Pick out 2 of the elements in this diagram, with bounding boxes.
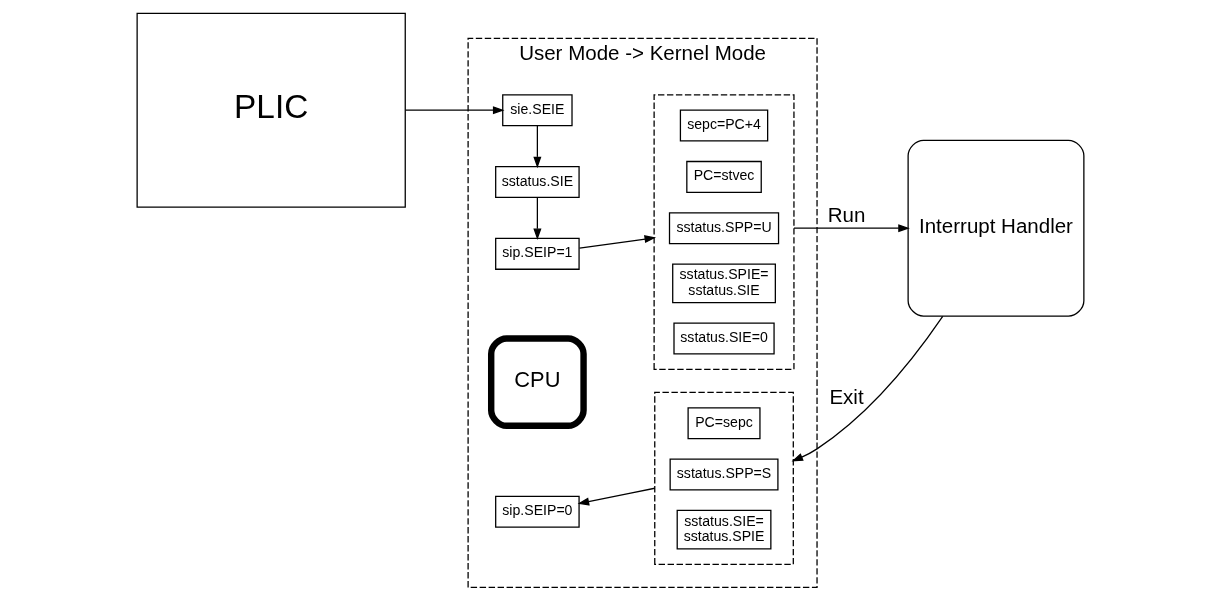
edge-label: Exit [829, 384, 864, 408]
edge-label: Run [827, 202, 866, 226]
